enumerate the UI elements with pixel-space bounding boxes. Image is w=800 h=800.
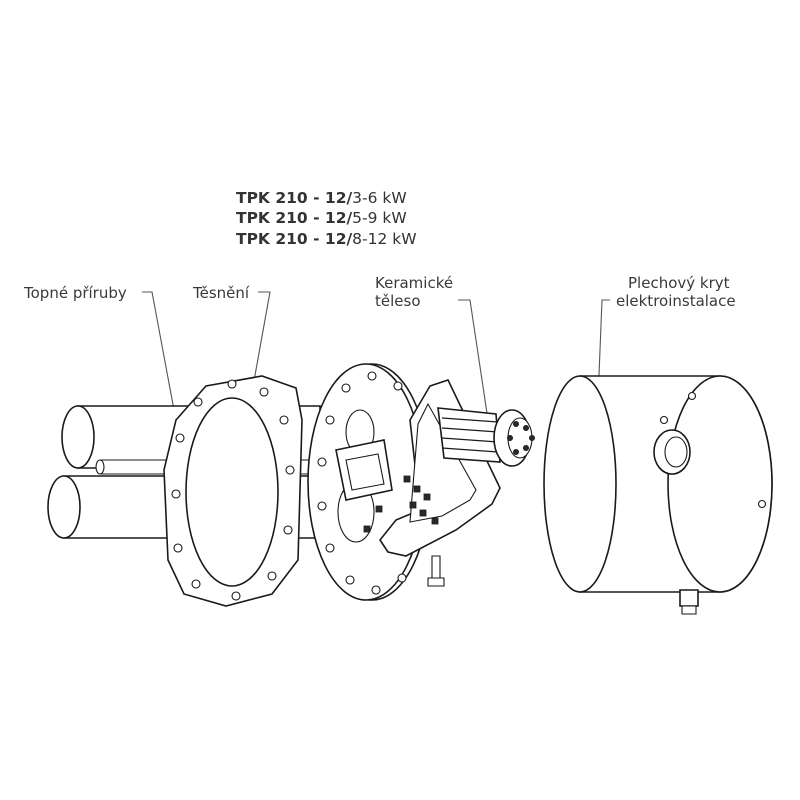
- bundle-line: [441, 447, 499, 453]
- terminal-pin: [523, 424, 530, 431]
- sheet-metal-cover: [543, 375, 773, 615]
- terminal-pin: [513, 420, 520, 427]
- hole: [341, 383, 351, 393]
- bundle-line: [441, 427, 499, 433]
- hole: [267, 571, 277, 581]
- gasket: [163, 375, 303, 607]
- grommet-inner: [664, 436, 688, 468]
- terminal: [413, 485, 421, 493]
- cover-face: [667, 375, 773, 593]
- label-ceramic-body-line1: Keramické: [375, 274, 453, 292]
- end-cap-terminals: [506, 420, 536, 455]
- hole: [279, 415, 289, 425]
- leader-gasket: [251, 291, 271, 393]
- terminal-pin: [529, 434, 536, 441]
- cover-rim: [543, 375, 617, 593]
- terminal-blocks: [363, 475, 439, 533]
- hole: [231, 591, 241, 601]
- thermostat-window: [345, 453, 385, 491]
- label-gasket: Těsnění: [192, 284, 250, 302]
- bundle-line: [441, 417, 499, 423]
- hole: [173, 543, 183, 553]
- terminal-pin: [513, 448, 520, 455]
- lower-tube-end: [47, 475, 81, 539]
- upper-tube-end: [61, 405, 95, 469]
- hole: [191, 579, 201, 589]
- hole: [367, 371, 377, 381]
- label-cover-line1: Plechový kryt: [628, 274, 730, 292]
- hole: [227, 379, 237, 389]
- terminal: [363, 525, 371, 533]
- model-line-2: TPK 210 - 12/5-9 kW: [236, 209, 407, 227]
- hole: [171, 489, 181, 499]
- cover-screw: [659, 415, 669, 425]
- cover-screw: [757, 499, 767, 509]
- terminal: [431, 517, 439, 525]
- terminal: [375, 505, 383, 513]
- hole: [345, 575, 355, 585]
- terminal-pin: [506, 434, 513, 441]
- leader-flanges: [142, 291, 175, 411]
- label-cover-line2: elektroinstalace: [616, 292, 736, 310]
- hole: [175, 433, 185, 443]
- terminal: [403, 475, 411, 483]
- hole: [259, 387, 269, 397]
- terminal: [409, 501, 417, 509]
- gasket-inner: [185, 397, 279, 587]
- gasket-holes: [171, 379, 295, 601]
- cover-screw: [687, 391, 697, 401]
- hole: [397, 573, 407, 583]
- label-heating-flanges: Topné příruby: [23, 284, 127, 302]
- label-ceramic-body-line2: těleso: [375, 292, 421, 310]
- leader-lines: [142, 291, 610, 421]
- hole: [325, 543, 335, 553]
- hole: [317, 457, 327, 467]
- hole: [193, 397, 203, 407]
- hole: [393, 381, 403, 391]
- bundle-body: [437, 407, 501, 463]
- model-line-3: TPK 210 - 12/8-12 kW: [236, 230, 417, 248]
- cable-gland-nut: [681, 605, 697, 615]
- terminal: [423, 493, 431, 501]
- leader-ceramic: [458, 299, 489, 421]
- cable-gland: [679, 589, 699, 607]
- bottom-bolt-head: [427, 577, 445, 587]
- middle-rod-end: [95, 459, 105, 475]
- hole: [325, 415, 335, 425]
- hole: [283, 525, 293, 535]
- terminal: [419, 509, 427, 517]
- leader-cover: [597, 299, 610, 401]
- model-titles: TPK 210 - 12/3-6 kW TPK 210 - 12/5-9 kW …: [236, 189, 417, 248]
- hole: [371, 585, 381, 595]
- ceramic-bundle: [437, 407, 536, 467]
- terminal-pin: [523, 444, 530, 451]
- bracket-cutout: [409, 402, 477, 523]
- hole: [317, 501, 327, 511]
- bundle-line: [441, 437, 499, 443]
- terminal-assembly: [335, 379, 501, 587]
- hole: [285, 465, 295, 475]
- flange-holes: [317, 371, 407, 595]
- model-line-1: TPK 210 - 12/3-6 kW: [236, 189, 407, 207]
